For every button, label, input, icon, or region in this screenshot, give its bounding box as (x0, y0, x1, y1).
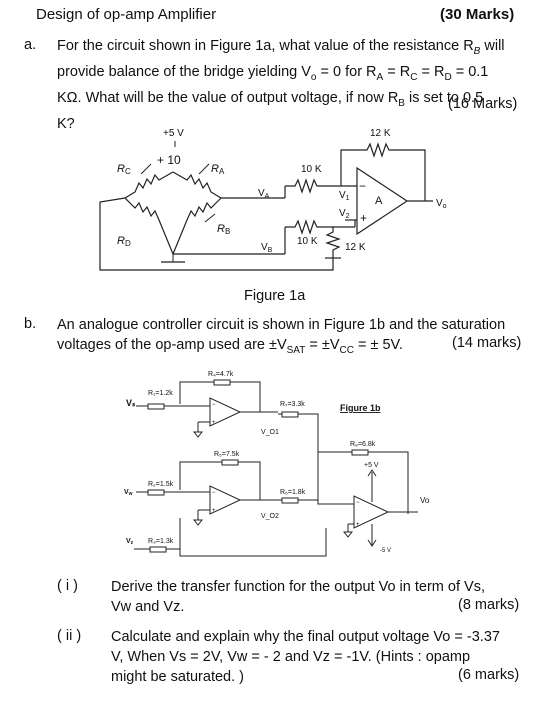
figure-1a-circuit: +5 V + 10 RC RA RD RB VA VB 10 K 10 K 12… (99, 128, 447, 271)
vz-label: Vz (126, 538, 134, 546)
part-a-line-1: For the circuit shown in Figure 1a, what… (57, 38, 505, 57)
r10k-bot-label: 10 K (297, 236, 318, 247)
sub-i-line-2: Vw and Vz. (111, 599, 185, 615)
part-a-question: For the circuit shown in Figure 1a, what… (57, 36, 527, 134)
va-label: VA (258, 188, 270, 200)
r3-label: R₃=1.3k (148, 538, 174, 545)
vs-label: Vₛ (126, 398, 136, 408)
r6-label: R₆=1.8k (280, 489, 306, 496)
v2-label: V2 (339, 208, 350, 220)
total-marks: (30 Marks) (440, 6, 515, 23)
r1-label: R₁=1.2k (148, 390, 173, 397)
sub-ii-line-1: Calculate and explain why the final outp… (111, 629, 500, 645)
supply-label: +5 V (163, 128, 184, 139)
section-title: Design of op-amp Amplifier (36, 6, 217, 23)
part-a-line-4: K? (57, 115, 75, 132)
figure-1b-title: Figure 1b (340, 403, 381, 413)
vb-label: VB (261, 242, 273, 254)
svg-text:−: − (212, 402, 216, 408)
rd-label: RD (117, 235, 131, 248)
figure-1b-circuit: R₄=4.7k Vₛ R₁=1.2k − + V_O1 R₇=3.3k Figu… (124, 371, 430, 557)
vo2-label: V_O2 (261, 513, 279, 520)
sub-i-label: ( i ) (57, 578, 78, 594)
part-b-label: b. (24, 316, 37, 332)
sub-i-marks: (8 marks) (458, 597, 520, 613)
r12k-top-label: 12 K (370, 128, 391, 139)
part-a-line-2: provide balance of the bridge yielding V… (57, 63, 489, 83)
part-b-marks: (14 marks) (452, 335, 522, 351)
svg-text:+: + (212, 508, 216, 514)
r12k-bot-label: 12 K (345, 242, 366, 253)
vo-label-1b: Vo (420, 496, 430, 505)
rb-label: RB (217, 223, 230, 236)
part-b-question: An analogue controller circuit is shown … (57, 315, 532, 361)
part-b-line-2: voltages of the op-amp used are ±VSAT = … (57, 337, 403, 356)
sub-ii-line-2: V, When Vs = 2V, Vw = - 2 and Vz = -1V. … (111, 649, 471, 665)
r2-label: R₂=1.5k (148, 481, 174, 488)
neg-supply-label: -5 V (380, 548, 391, 554)
svg-text:+: + (356, 522, 360, 528)
ra-label: RA (211, 163, 225, 176)
r10k-top-label: 10 K (301, 164, 322, 175)
part-a-label: a. (24, 37, 37, 53)
sub-ii-line-3: might be saturated. ) (111, 669, 244, 685)
part-b-line-1: An analogue controller circuit is shown … (57, 317, 506, 333)
sub-i-question: Derive the transfer function for the out… (111, 577, 531, 617)
sub-ii-label: ( ii ) (57, 628, 82, 644)
r8-label: R₈=6.8k (350, 441, 376, 448)
rc-label: RC (117, 163, 131, 176)
vo1-label: V_O1 (261, 429, 279, 436)
opamp-a-label: A (375, 195, 383, 207)
delta-label: + 10 (157, 153, 181, 167)
sub-ii-question: Calculate and explain why the final outp… (111, 627, 536, 687)
v1-label: V1 (339, 190, 350, 202)
svg-text:−: − (356, 500, 360, 506)
svg-text:−: − (212, 490, 216, 496)
r7-label: R₇=3.3k (280, 401, 305, 408)
svg-text:+: + (212, 420, 216, 426)
figure-1a-caption: Figure 1a (244, 288, 306, 304)
vw-label: Vw (124, 489, 133, 497)
pos-supply-label: +5 V (364, 462, 379, 469)
opamp-plus: + (360, 211, 367, 225)
r4-label: R₄=4.7k (208, 371, 234, 378)
vo-label: Vo (436, 198, 447, 210)
part-a-marks: (16 Marks) (448, 96, 518, 112)
opamp-minus: − (359, 179, 366, 193)
r5-label: R₅=7.5k (214, 451, 240, 458)
sub-i-line-1: Derive the transfer function for the out… (111, 579, 485, 595)
sub-ii-marks: (6 marks) (458, 667, 520, 683)
part-a-line-3: KΩ. What will be the value of output vol… (57, 89, 484, 109)
